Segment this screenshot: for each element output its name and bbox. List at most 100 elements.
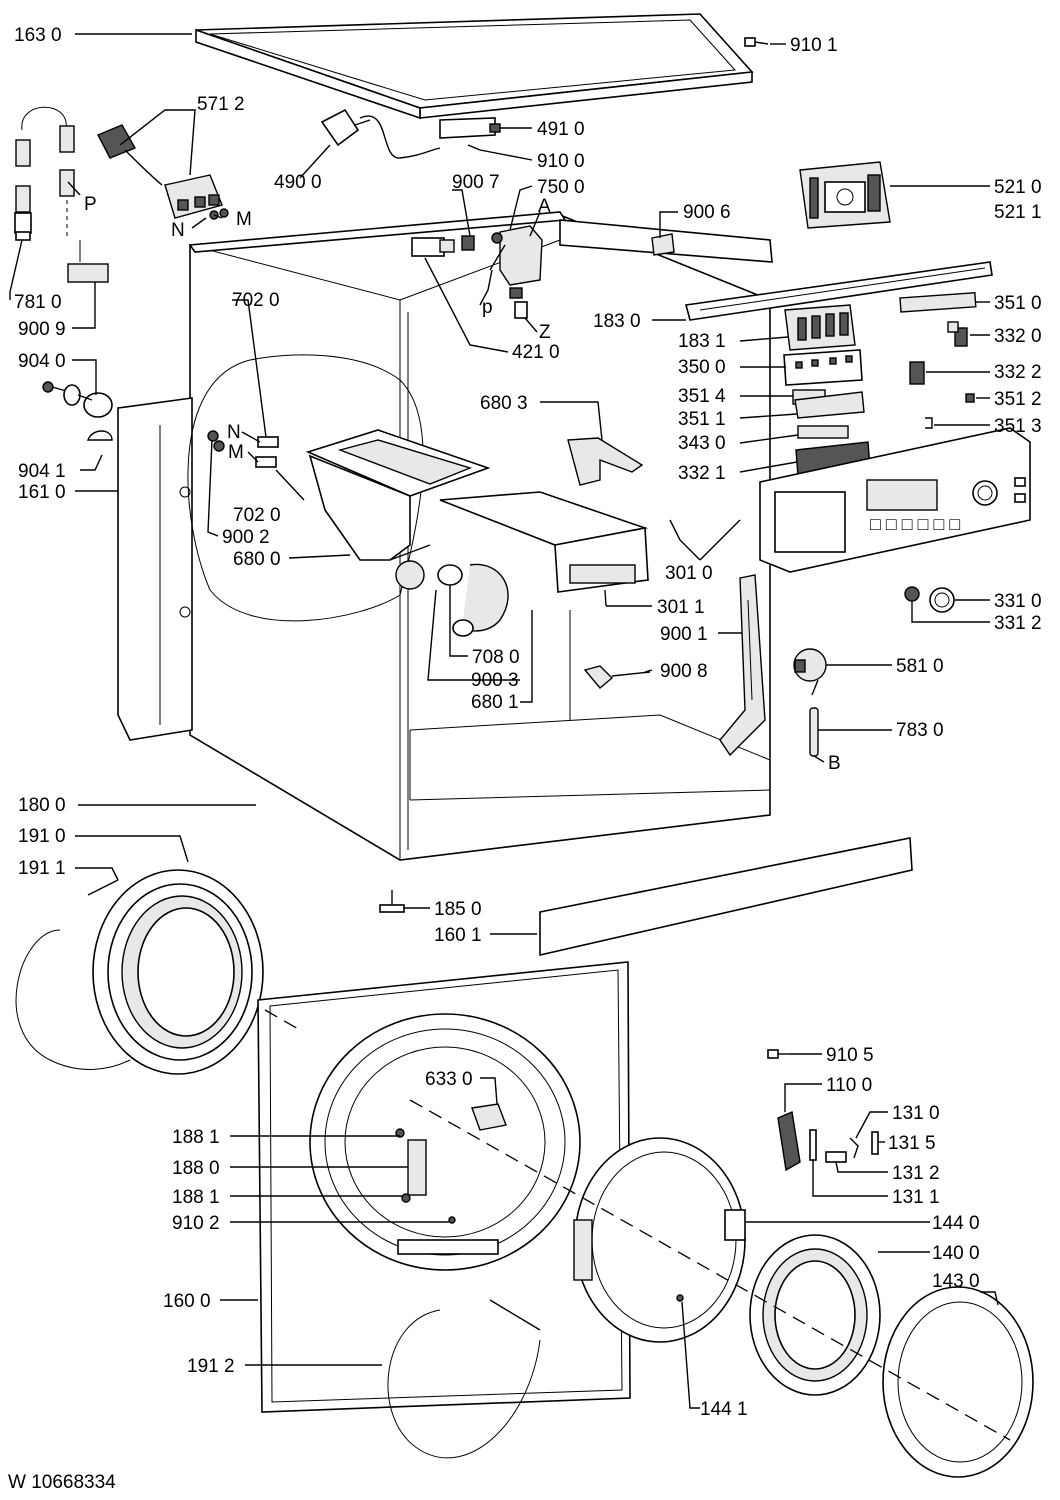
label-343-0: 343 0 — [678, 433, 726, 454]
label-160-0: 160 0 — [163, 1291, 211, 1312]
label-331-2: 331 2 — [994, 613, 1042, 634]
handle-110-0 — [777, 1111, 801, 1172]
label-702-0-top: 702 0 — [232, 290, 280, 311]
label-910-2: 910 2 — [172, 1213, 220, 1234]
label-421-0: 421 0 — [512, 342, 560, 363]
label-188-1-top: 188 1 — [172, 1127, 220, 1148]
handle-parts-131 — [809, 1129, 879, 1163]
clip-900-7 — [461, 235, 475, 251]
detergent-group-outline — [187, 354, 424, 622]
siphon-680-3 — [567, 437, 644, 486]
label-750-0: 750 0 — [537, 177, 585, 198]
clip-900-6 — [651, 233, 675, 256]
mains-filter-plug — [97, 124, 163, 186]
screw-910-2 — [448, 1216, 456, 1224]
alignment-axis — [409, 1099, 1011, 1441]
label-900-3: 900 3 — [471, 670, 519, 691]
label-331-0: 331 0 — [994, 591, 1042, 612]
door-frame-144 — [573, 1137, 746, 1343]
label-Z: Z — [539, 322, 551, 343]
label-633-0: 633 0 — [425, 1069, 473, 1090]
door-glass-140-0 — [749, 1234, 881, 1396]
label-783-0: 783 0 — [896, 720, 944, 741]
suppressor-571-2 — [164, 174, 229, 220]
shock-absorber-904-0 — [42, 381, 113, 418]
label-191-2: 191 2 — [187, 1356, 235, 1377]
screw-910-1 — [744, 37, 769, 47]
label-183-1: 183 1 — [678, 331, 726, 352]
label-521-0: 521 0 — [994, 177, 1042, 198]
label-143-0: 143 0 — [932, 1271, 980, 1292]
label-350-0: 350 0 — [678, 357, 726, 378]
label-680-0: 680 0 — [233, 549, 281, 570]
label-900-7: 900 7 — [452, 172, 500, 193]
control-board-521 — [799, 161, 891, 229]
front-panel-160-0 — [257, 961, 631, 1413]
label-131-2: 131 2 — [892, 1163, 940, 1184]
kickplate-160-1 — [539, 837, 913, 957]
label-900-9: 900 9 — [18, 319, 66, 340]
label-M: M — [236, 209, 252, 230]
label-521-1: 521 1 — [994, 202, 1042, 223]
control-rail-183-0 — [684, 261, 993, 321]
label-900-2: 900 2 — [222, 527, 270, 548]
hinge-188-0 — [395, 1128, 427, 1203]
hose-connector-421-0 — [411, 237, 455, 257]
label-581-0: 581 0 — [896, 656, 944, 677]
pressure-switch-581-0 — [793, 648, 827, 696]
label-351-3: 351 3 — [994, 416, 1042, 437]
label-332-1: 332 1 — [678, 463, 726, 484]
wiring-harness-900-1 — [719, 574, 766, 757]
label-191-0: 191 0 — [18, 826, 66, 847]
door-ring-143-0 — [882, 1286, 1034, 1478]
label-490-0: 490 0 — [274, 172, 322, 193]
label-680-1: 680 1 — [471, 692, 519, 713]
board-350-0 — [783, 349, 863, 386]
label-183-0: 183 0 — [593, 311, 641, 332]
knob-331 — [904, 586, 955, 613]
label-131-1: 131 1 — [892, 1187, 940, 1208]
part-labels: 163 0 910 1 571 2 491 0 910 0 490 0 900 … — [8, 25, 1042, 1493]
led-332-2 — [909, 361, 925, 385]
side-panel-161-0 — [117, 397, 193, 741]
valves-702-0 — [207, 430, 279, 468]
door-gasket-191-0 — [15, 869, 264, 1075]
label-N-valve: N — [227, 422, 241, 443]
label-P: P — [84, 194, 97, 215]
label-N: N — [171, 220, 185, 241]
clip-900-8 — [583, 665, 651, 689]
label-351-1: 351 1 — [678, 409, 726, 430]
label-910-5: 910 5 — [826, 1045, 874, 1066]
pump-750-0 — [489, 225, 543, 319]
label-491-0: 491 0 — [537, 119, 585, 140]
label-M-valve: M — [228, 442, 244, 463]
label-131-5: 131 5 — [888, 1133, 936, 1154]
label-B: B — [828, 753, 841, 774]
part-351-2 — [965, 393, 975, 403]
mains-cable-490-0 — [320, 108, 441, 159]
foot-185-0 — [379, 890, 405, 913]
label-708-0: 708 0 — [472, 647, 520, 668]
label-131-0: 131 0 — [892, 1103, 940, 1124]
alignment-axis-top — [264, 1009, 301, 1031]
label-781-0: 781 0 — [14, 292, 62, 313]
label-351-0: 351 0 — [994, 293, 1042, 314]
label-351-2: 351 2 — [994, 389, 1042, 410]
label-p: p — [482, 297, 493, 318]
panel-leds: □ □ □ □ □ □ — [870, 514, 960, 534]
label-900-6: 900 6 — [683, 202, 731, 223]
leader-lines — [9, 33, 999, 1409]
label-351-4: 351 4 — [678, 386, 726, 407]
label-160-1: 160 1 — [434, 925, 482, 946]
spring-191-2 — [387, 1299, 541, 1459]
led-332-0 — [947, 321, 968, 347]
label-A: A — [538, 196, 551, 217]
control-panel-fascia: □ □ □ □ □ □ — [759, 427, 1031, 573]
label-161-0: 161 0 — [18, 482, 66, 503]
label-144-1: 144 1 — [700, 1399, 748, 1420]
label-140-0: 140 0 — [932, 1243, 980, 1264]
label-301-0: 301 0 — [665, 563, 713, 584]
label-191-1: 191 1 — [18, 858, 66, 879]
dispenser-drawer-301-1 — [439, 491, 649, 593]
